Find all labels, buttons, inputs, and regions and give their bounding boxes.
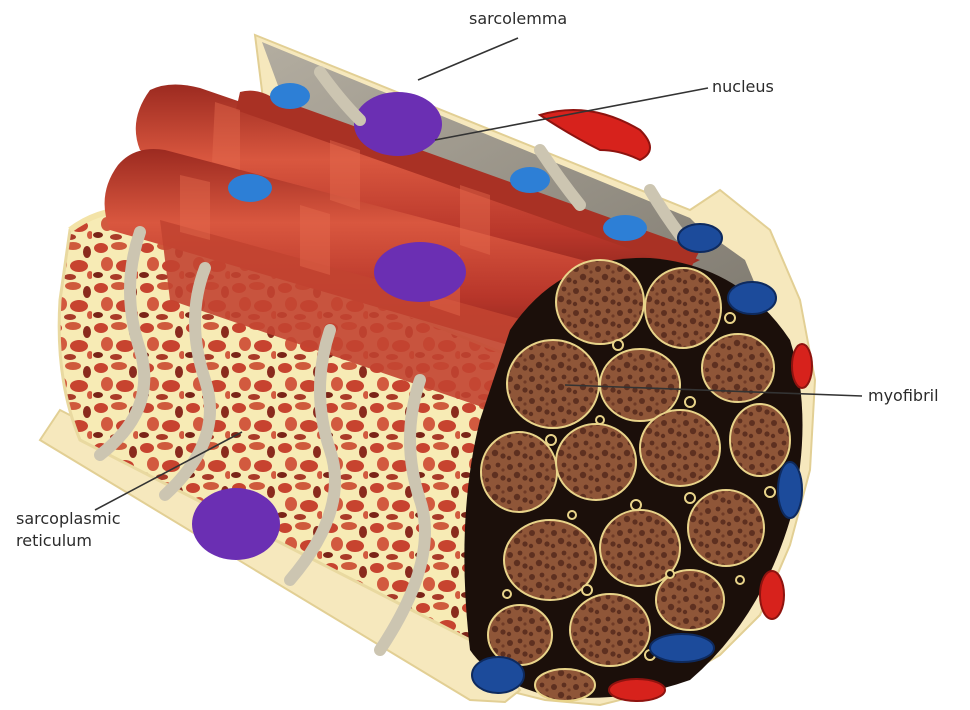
label-sarcoplasmic: sarcoplasmic <box>16 508 121 530</box>
label-sarcolemma: sarcolemma <box>469 8 567 30</box>
label-myofibril: myofibril <box>868 385 939 407</box>
label-nucleus: nucleus <box>712 76 774 98</box>
label-reticulum: reticulum <box>16 530 92 552</box>
cross-section <box>464 258 802 701</box>
